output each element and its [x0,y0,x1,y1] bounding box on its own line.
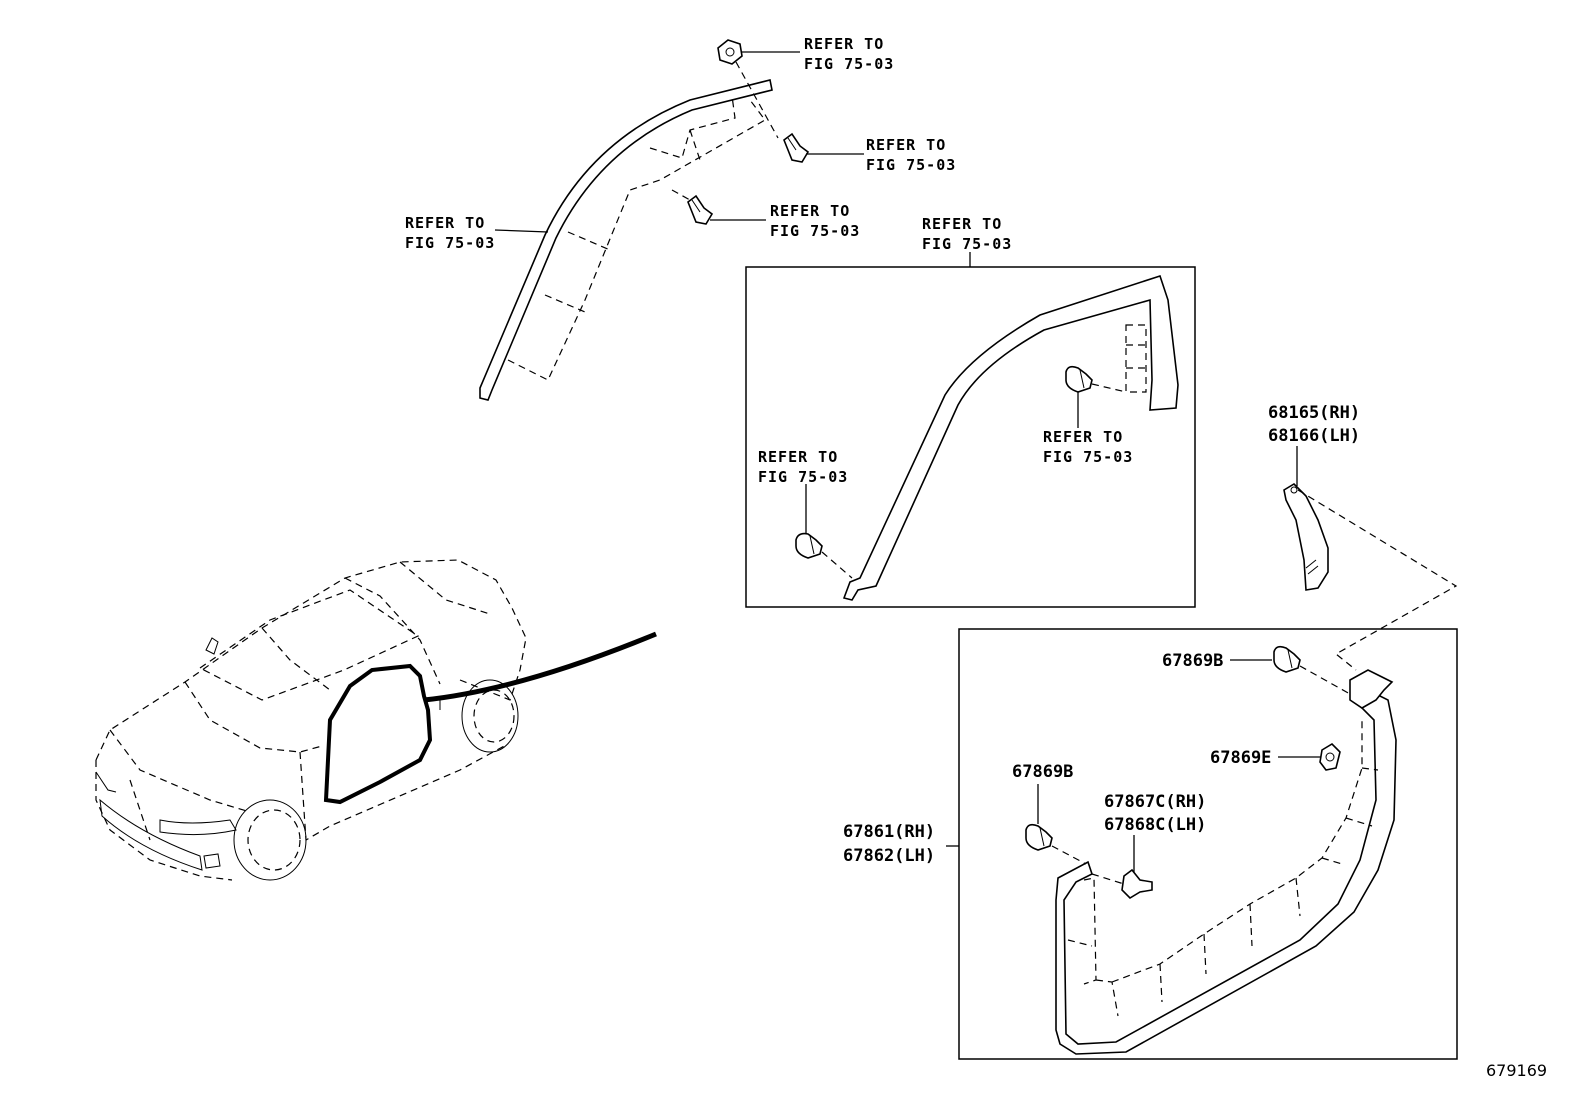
refer-label: REFER TO [866,136,946,154]
part-number-67862: 67862(LH) [843,846,935,866]
fig-label: FIG 75-03 [770,222,860,240]
fig-label: FIG 75-03 [866,156,956,174]
fig-label: FIG 75-03 [922,235,1012,253]
refer-label: REFER TO [405,214,485,232]
refer-label: REFER TO [922,215,1002,233]
clip-icon [1273,645,1351,695]
fig-label: FIG 75-03 [804,55,894,73]
clip-icon [1091,868,1153,900]
door-opening-weatherstrip [1055,688,1397,1055]
clip-icon [795,532,853,579]
detail-box-door-frame [745,266,1196,608]
grommet-icon [1319,742,1341,771]
door-frame-weatherstrip [842,274,1179,601]
part-number-67869b: 67869B [1012,762,1073,782]
part-number-67869b: 67869B [1162,651,1223,671]
clip-icon [1065,365,1127,393]
protector-pad [1283,482,1458,671]
fig-label: FIG 75-03 [758,468,848,486]
bracket-piece [1349,669,1394,709]
refer-label: REFER TO [1043,428,1123,446]
screw-icon [783,132,810,163]
refer-label: REFER TO [804,35,884,53]
refer-label: REFER TO [770,202,850,220]
car-illustration [95,559,657,881]
diagram-number: 679169 [1486,1061,1547,1080]
part-number-68166: 68166(LH) [1268,426,1360,446]
part-number-67867c: 67867C(RH) [1104,792,1206,812]
clip-nut-icon [717,39,779,139]
roof-weatherstrip-upper [479,79,773,401]
part-number-67861: 67861(RH) [843,822,935,842]
refer-label: REFER TO [758,448,838,466]
screw-icon [671,189,714,225]
fig-label: FIG 75-03 [405,234,495,252]
part-number-67869e: 67869E [1210,748,1271,768]
clip-icon [1025,823,1087,865]
part-number-67868c: 67868C(LH) [1104,815,1206,835]
fig-label: FIG 75-03 [1043,448,1133,466]
detail-box-door-opening [958,628,1458,1060]
part-number-68165: 68165(RH) [1268,403,1360,423]
